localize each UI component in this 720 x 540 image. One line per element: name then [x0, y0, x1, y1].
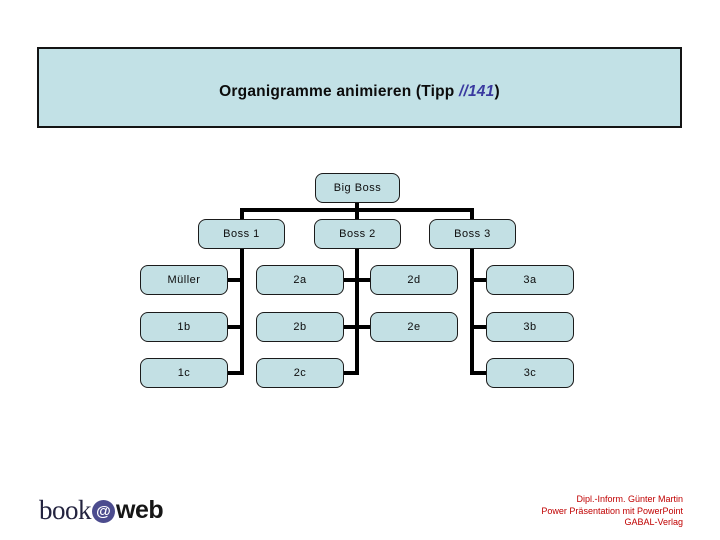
- connector-stub-boss2: [355, 208, 359, 219]
- org-node-2c[interactable]: 2c: [256, 358, 344, 388]
- connector-stub-3c: [474, 371, 487, 375]
- slide-title-suffix: ): [494, 82, 500, 100]
- org-node-2d[interactable]: 2d: [370, 265, 458, 295]
- org-node-boss2[interactable]: Boss 2: [314, 219, 401, 249]
- slide-title: Organigramme animieren (Tipp //141): [219, 83, 500, 101]
- connector-stub-2e: [357, 325, 370, 329]
- slide-title-bar: Organigramme animieren (Tipp //141): [37, 47, 682, 128]
- credits-line-book: Power Präsentation mit PowerPoint: [541, 505, 683, 516]
- connector-stub-2a: [344, 278, 357, 282]
- credits-block: Dipl.-Inform. Günter Martin Power Präsen…: [541, 494, 683, 529]
- connector-stub-boss3: [470, 208, 474, 219]
- org-node-2a[interactable]: 2a: [256, 265, 344, 295]
- org-node-muller[interactable]: Müller: [140, 265, 228, 295]
- logo-at-icon: @: [92, 499, 115, 523]
- credits-line-author: Dipl.-Inform. Günter Martin: [576, 494, 683, 504]
- connector-stub-1c: [228, 371, 242, 375]
- book-at-web-logo: book@web: [39, 494, 164, 526]
- org-node-3a[interactable]: 3a: [486, 265, 574, 295]
- connector-stub-3b: [474, 325, 487, 329]
- connector-stub-2b: [344, 325, 357, 329]
- org-node-1c[interactable]: 1c: [140, 358, 228, 388]
- connector-vline-boss1: [240, 249, 244, 375]
- org-node-1b[interactable]: 1b: [140, 312, 228, 342]
- connector-vline-boss2: [355, 249, 359, 375]
- slide-title-tip-number: //141: [458, 82, 495, 100]
- connector-stub-3a: [474, 278, 487, 282]
- org-node-3c[interactable]: 3c: [486, 358, 574, 388]
- org-node-boss3[interactable]: Boss 3: [429, 219, 516, 249]
- credits-line-publisher: GABAL-Verlag: [624, 517, 683, 527]
- org-node-2b[interactable]: 2b: [256, 312, 344, 342]
- slide-title-prefix: Organigramme animieren (Tipp: [219, 82, 459, 100]
- org-node-big-boss[interactable]: Big Boss: [315, 173, 400, 203]
- logo-book-text: book: [39, 494, 92, 525]
- org-node-boss1[interactable]: Boss 1: [198, 219, 285, 249]
- connector-stub-2c: [344, 371, 357, 375]
- connector-stub-2d: [357, 278, 370, 282]
- connector-stub-muller: [228, 278, 242, 282]
- connector-vline-boss3: [470, 249, 474, 375]
- connector-root-stub: [355, 203, 359, 211]
- connector-stub-boss1: [240, 208, 244, 219]
- org-node-2e[interactable]: 2e: [370, 312, 458, 342]
- connector-stub-1b: [228, 325, 242, 329]
- logo-web-text: web: [116, 495, 164, 524]
- org-node-3b[interactable]: 3b: [486, 312, 574, 342]
